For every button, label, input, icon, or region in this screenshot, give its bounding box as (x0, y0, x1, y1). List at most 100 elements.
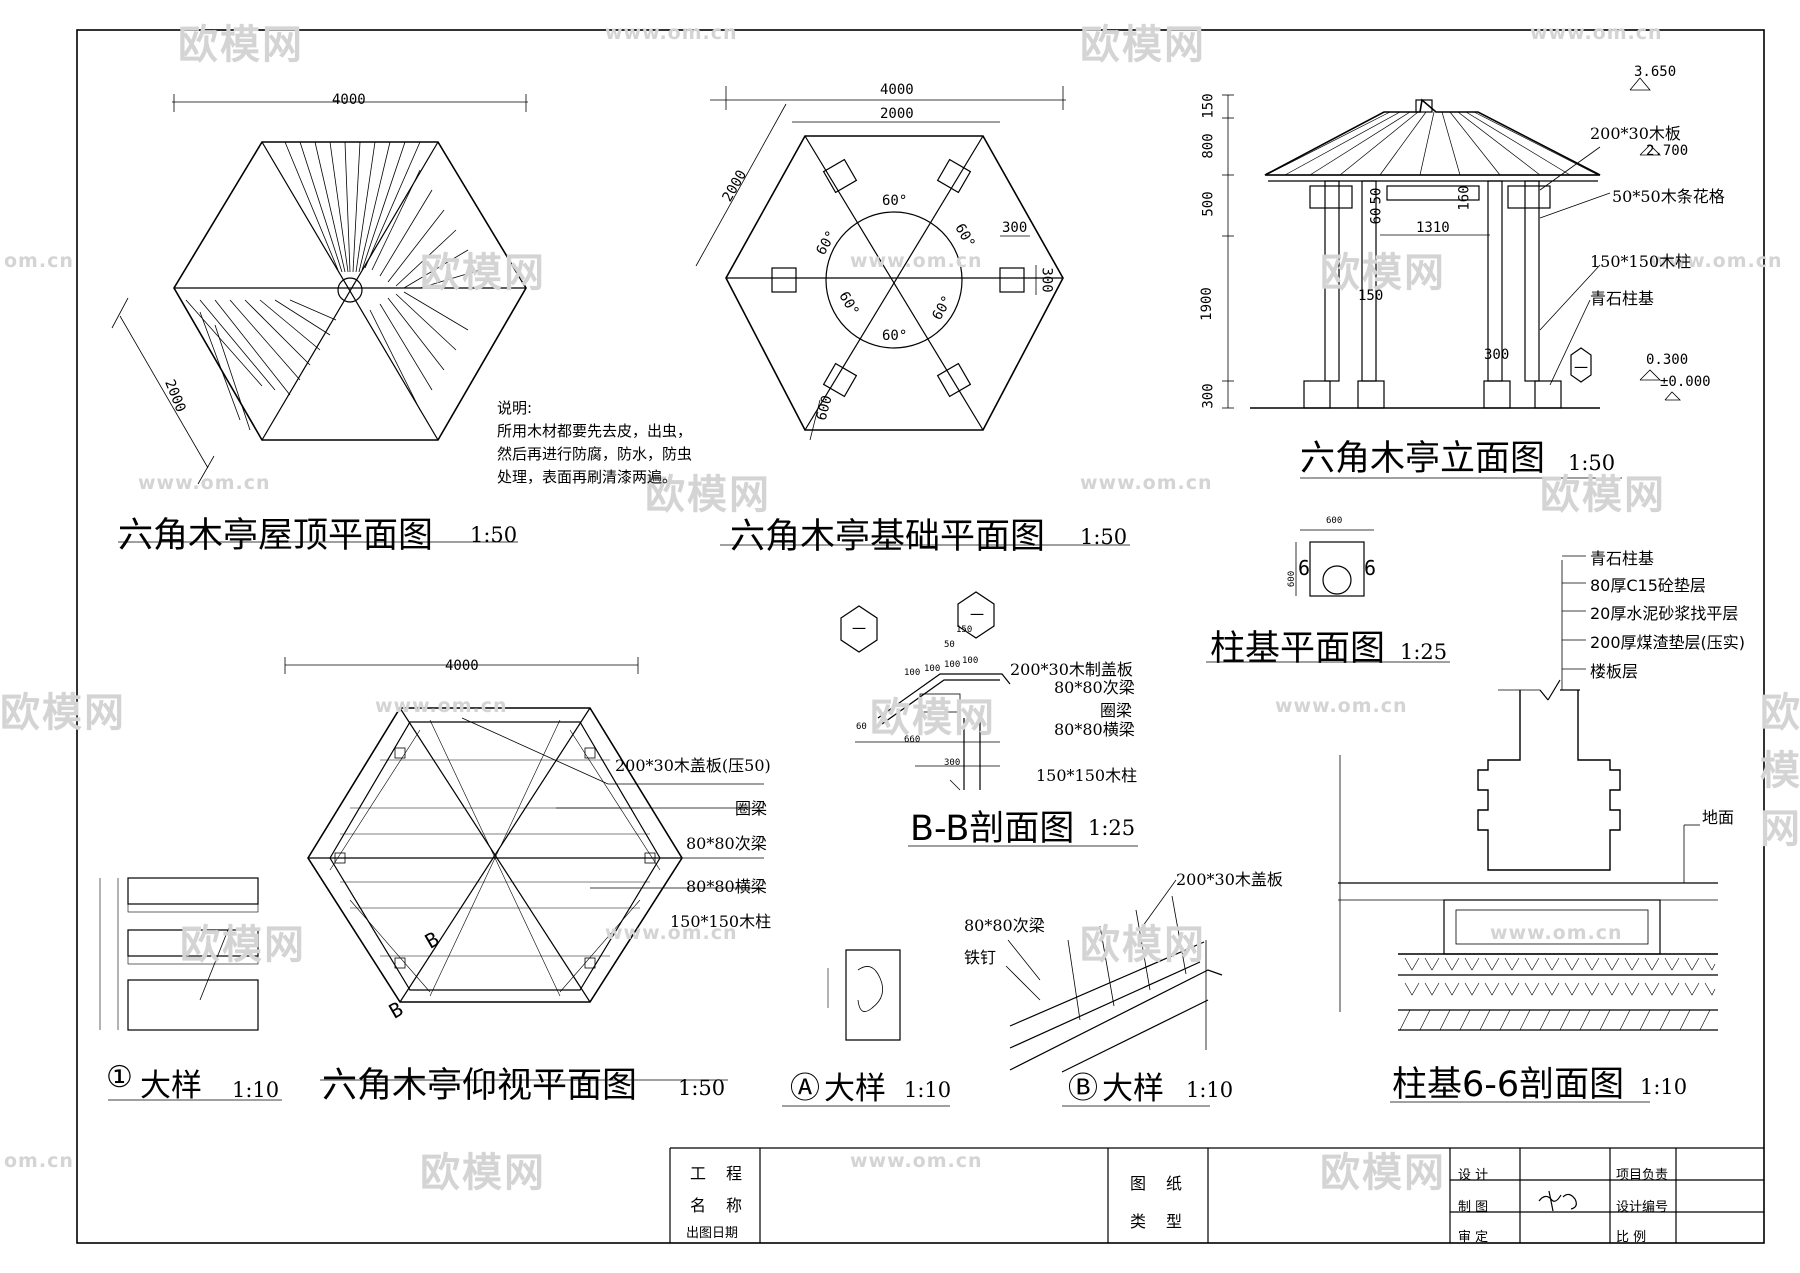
tb-type-char: 型 (1166, 1212, 1183, 1231)
section66-title: 柱基6-6剖面图 (1392, 1065, 1625, 1105)
watermark-logo: 欧模网 (645, 472, 771, 518)
bb-section-mark: 一 (852, 622, 866, 638)
watermark-logo: 欧模网 (1320, 1150, 1446, 1196)
tb-design: 设 计 (1458, 1168, 1489, 1183)
elevation-level: 0.300 (1646, 352, 1689, 368)
foundation-dim-pad: 300 (1002, 220, 1028, 236)
bb-dim: 50 (944, 640, 955, 650)
watermark-logo: 欧模网 (1080, 922, 1206, 968)
bb-dim: 100 (924, 664, 941, 674)
elevation-dim-inner: 60 (1368, 207, 1385, 225)
ceiling-plan-title: 六角木亭仰视平面图 (322, 1066, 638, 1106)
bb-dim: 100 (962, 656, 979, 666)
sheet-border (76, 29, 1765, 1244)
tb-project-char: 名 (690, 1196, 707, 1215)
elevation-label-base: 青石柱基 (1590, 289, 1655, 308)
elevation-drawing (1222, 77, 1681, 479)
bb-dim: 660 (904, 735, 921, 745)
detail1-title: 大样 (140, 1068, 202, 1104)
detail-b-drawing (1005, 879, 1223, 1107)
column-base-dim: 600 (1287, 570, 1298, 588)
bb-dim: 60 (856, 722, 867, 732)
notes-line: 处理，表面再刷清漆两遍。 (497, 468, 678, 486)
ceiling-plan-drawing (284, 657, 764, 1081)
section66-layer-label: 楼板层 (1590, 662, 1639, 681)
detail-a-drawing (782, 949, 950, 1107)
ceiling-plan-scale: 1:50 (678, 1076, 726, 1100)
watermark-url: www.om.cn (850, 250, 983, 272)
section-bb-drawing (840, 591, 1138, 847)
section66-layer-label: 80厚C15砼垫层 (1590, 576, 1706, 595)
watermark-url: om.cn (4, 250, 74, 272)
notes-line: 然后再进行防腐，防水，防虫 (497, 445, 693, 463)
column-base-cut: 6 (1298, 556, 1311, 580)
watermark-url: www.om.cn (1080, 472, 1213, 494)
watermark-logo: 欧模网 (1760, 690, 1800, 852)
section66-layer-label: 20厚水泥砂浆找平层 (1590, 604, 1739, 623)
notes-block: 说明: 所用木材都要先去皮，出虫， 然后再进行防腐，防水，防虫 处理，表面再刷清… (497, 397, 692, 489)
elevation-dim-v: 300 (1200, 383, 1217, 409)
tb-design-no: 设计编号 (1616, 1200, 1669, 1215)
watermark-logo: 欧模网 (420, 250, 546, 296)
elevation-dim-inner: 160 (1456, 185, 1473, 211)
elevation-level: 2.700 (1646, 143, 1689, 159)
elevation-level: ±0.000 (1660, 374, 1711, 390)
bb-label-ringbeam: 圈梁 (1100, 701, 1133, 720)
elevation-dim-inner: 50 (1368, 187, 1385, 205)
foundation-plan-drawing (695, 86, 1130, 546)
ceiling-label-ringbeam: 圈梁 (735, 799, 768, 818)
watermark-logo: 欧模网 (180, 922, 306, 968)
ceiling-label-column: 150*150木柱 (670, 912, 772, 931)
foundation-plan-title: 六角木亭基础平面图 (730, 517, 1046, 557)
elevation-label-lattice: 50*50木条花格 (1612, 187, 1725, 206)
tb-project-lead: 项目负责 (1616, 1168, 1669, 1183)
title-block-frame (669, 1147, 1764, 1243)
tb-review: 审 定 (1458, 1230, 1489, 1245)
ceiling-label-secondary: 80*80次梁 (686, 834, 767, 853)
roof-plan-scale: 1:50 (470, 523, 518, 547)
detailA-number: Ⓐ (790, 1071, 820, 1106)
bb-label-cross: 80*80横梁 (1054, 720, 1135, 739)
roof-plan-drawing (111, 94, 528, 543)
watermark-url: www.om.cn (1650, 250, 1783, 272)
notes-heading: 说明: (497, 399, 533, 417)
elevation-level: 3.650 (1634, 64, 1677, 80)
section66-layer-label: 200厚煤渣垫层(压实) (1590, 633, 1746, 652)
section-66-drawing (1338, 555, 1718, 1103)
ceiling-label-cross: 80*80横梁 (686, 877, 767, 896)
watermark-url: www.om.cn (375, 695, 508, 717)
elevation-dim-inner: 300 (1484, 347, 1510, 363)
tb-project-char: 称 (726, 1196, 743, 1215)
watermark-url: www.om.cn (1530, 22, 1663, 44)
bb-section-mark: 一 (970, 608, 984, 624)
foundation-dim-pad-v: 300 (1038, 267, 1055, 293)
elevation-scale: 1:50 (1568, 451, 1616, 475)
tb-signature (1538, 1190, 1577, 1212)
watermark-logo: 欧模网 (870, 695, 996, 741)
ceiling-plan-dim-width: 4000 (445, 658, 479, 674)
watermark-url: www.om.cn (605, 22, 738, 44)
detailB-scale: 1:10 (1186, 1078, 1234, 1102)
watermark-url: om.cn (4, 1150, 74, 1172)
detailA-title: 大样 (824, 1071, 886, 1107)
bb-title: B-B剖面图 (910, 809, 1075, 849)
watermark-logo: 欧模网 (178, 22, 304, 68)
bb-label-secondary: 80*80次梁 (1054, 678, 1135, 697)
detail-1-drawing (99, 877, 282, 1101)
detailB-label-nail: 铁钉 (964, 948, 997, 967)
bb-scale: 1:25 (1088, 816, 1136, 840)
section66-scale: 1:10 (1640, 1075, 1688, 1099)
detailB-label-cover: 200*30木盖板 (1176, 870, 1283, 889)
detailB-title: 大样 (1102, 1071, 1164, 1107)
watermark-url: www.om.cn (1490, 922, 1623, 944)
watermark-url: www.om.cn (605, 922, 738, 944)
watermark-logo: 欧模网 (0, 690, 126, 736)
column-base-plan-scale: 1:25 (1400, 640, 1448, 664)
section66-layer-label: 青石柱基 (1590, 549, 1655, 568)
column-base-plan-drawing (1206, 529, 1450, 663)
elevation-label-board: 200*30木板 (1590, 124, 1681, 143)
roof-plan-dim-width: 4000 (332, 92, 366, 108)
watermark-url: www.om.cn (1275, 695, 1408, 717)
elevation-dim-v: 800 (1200, 133, 1217, 159)
foundation-dim-outer: 4000 (880, 82, 914, 98)
